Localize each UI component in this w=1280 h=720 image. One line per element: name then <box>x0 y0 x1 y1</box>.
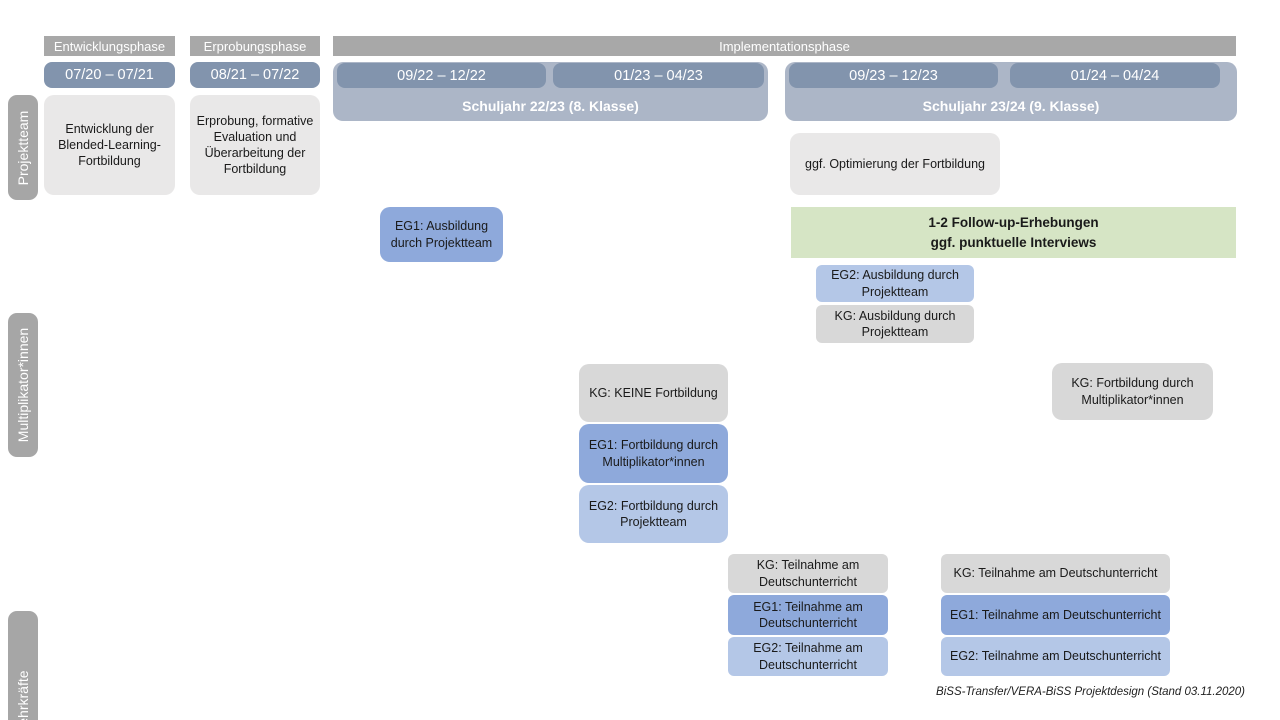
box-eg2-teilnahme-b: EG2: Teilnahme am Deutschunterricht <box>941 637 1170 676</box>
date-bar-pilot: 08/21 – 07/22 <box>190 62 320 88</box>
box-development-fortbildung: Entwicklung der Blended-Learning-Fortbil… <box>44 95 175 195</box>
date-bar-09-23: 09/23 – 12/23 <box>789 63 998 88</box>
followup-box-line2: ggf. punktuelle Interviews <box>930 234 1097 250</box>
footer-caption: BiSS-Transfer/VERA-BiSS Projektdesign (S… <box>936 686 1245 698</box>
box-erprobung-evaluation: Erprobung, formative Evaluation und Über… <box>190 95 320 195</box>
box-followup-erhebungen: 1-2 Follow-up-Erhebungen ggf. punktuelle… <box>791 207 1236 258</box>
box-kg-teilnahme-b: KG: Teilnahme am Deutschunterricht <box>941 554 1170 593</box>
box-eg1-teilnahme-b: EG1: Teilnahme am Deutschunterricht <box>941 595 1170 635</box>
row-label-lehrkraefte: Lehrkräfte <box>8 611 38 720</box>
date-bar-09-22: 09/22 – 12/22 <box>337 63 546 88</box>
box-eg1-teilnahme-a: EG1: Teilnahme am Deutschunterricht <box>728 595 888 635</box>
school-year-band-23-24: 09/23 – 12/23 01/24 – 04/24 Schuljahr 23… <box>785 62 1237 121</box>
box-kg-fortbildung-multiplikatoren: KG: Fortbildung durch Multiplikator*inne… <box>1052 363 1213 420</box>
box-optimierung: ggf. Optimierung der Fortbildung <box>790 133 1000 195</box>
box-kg-keine-fortbildung: KG: KEINE Fortbildung <box>579 364 728 422</box>
school-year-label-22-23: Schuljahr 22/23 (8. Klasse) <box>462 98 639 114</box>
school-year-band-22-23: 09/22 – 12/22 01/23 – 04/23 Schuljahr 22… <box>333 62 768 121</box>
box-eg1-fortbildung-multiplikatoren: EG1: Fortbildung durch Multiplikator*inn… <box>579 424 728 483</box>
box-eg2-teilnahme-a: EG2: Teilnahme am Deutschunterricht <box>728 637 888 676</box>
date-bar-01-24: 01/24 – 04/24 <box>1010 63 1220 88</box>
phase-header-development: Entwicklungsphase <box>44 36 175 56</box>
date-bar-development: 07/20 – 07/21 <box>44 62 175 88</box>
phase-header-pilot: Erprobungsphase <box>190 36 320 56</box>
box-kg-teilnahme-a: KG: Teilnahme am Deutschunterricht <box>728 554 888 593</box>
box-eg1-ausbildung: EG1: Ausbildung durch Projektteam <box>380 207 503 262</box>
school-year-label-23-24: Schuljahr 23/24 (9. Klasse) <box>922 98 1100 114</box>
row-label-multiplikatoren: Multiplikator*innen <box>8 313 38 457</box>
date-bar-01-23: 01/23 – 04/23 <box>553 63 764 88</box>
row-label-projektteam: Projektteam <box>8 95 38 200</box>
phase-header-implementation: Implementationsphase <box>333 36 1236 56</box>
followup-box-line1: 1-2 Follow-up-Erhebungen <box>928 214 1099 230</box>
box-eg2-fortbildung-projektteam: EG2: Fortbildung durch Projektteam <box>579 485 728 543</box>
box-eg2-ausbildung: EG2: Ausbildung durch Projektteam <box>816 265 974 302</box>
box-kg-ausbildung: KG: Ausbildung durch Projektteam <box>816 305 974 343</box>
